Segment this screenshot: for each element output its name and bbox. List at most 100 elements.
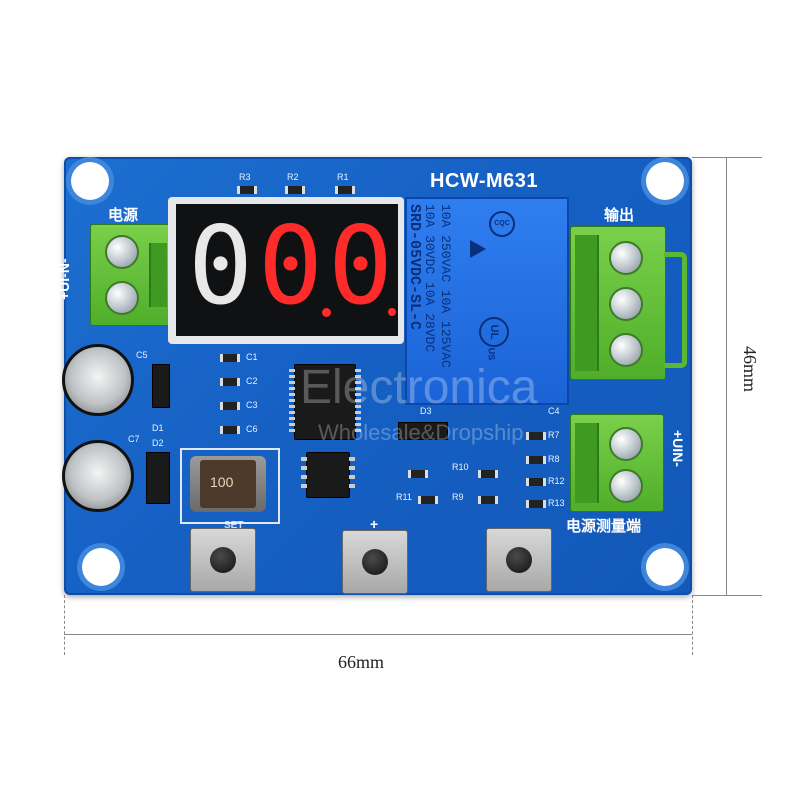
output-terminal [570,226,666,380]
dimension-width-tick-left [64,595,65,655]
plus-button-cap[interactable] [362,549,388,575]
resistor-label-r2: R2 [287,172,299,182]
terminal-screw-1 [105,235,139,269]
measure-terminal [570,414,664,512]
output-label: 输出 [604,207,635,224]
chip-pins-right [355,369,361,435]
label-c7: C7 [128,434,140,444]
digit-1: 0 [188,204,254,329]
vin-left-label: +UI-N- [56,258,72,300]
chip-pins-left [289,369,295,435]
measure-screw-1 [609,427,643,461]
cap-c3 [220,402,240,410]
capacitor-c5 [62,344,134,416]
diode-d3 [398,422,448,440]
terminal-screw-2 [105,281,139,315]
button-set-label: SET [224,520,244,531]
set-button[interactable] [190,528,256,592]
label-r11: R11 [396,492,412,502]
label-d2: D2 [152,438,164,448]
ul-logo: UL [479,317,509,347]
relay-model: SRD-05VDC-SL-C [406,204,423,331]
label-c3: C3 [246,400,258,410]
resistor-r10 [478,470,498,478]
cap-c2 [220,378,240,386]
power-label: 电源 [108,207,139,224]
mounting-hole-bottom-left [82,548,120,586]
us-text: US [486,347,497,361]
dimension-width-tick-right [692,595,693,655]
dimension-height-tick-top [692,157,762,158]
label-r7: R7 [548,430,560,440]
resistor-label-r1: R1 [337,172,349,182]
label-c5: C5 [136,350,148,360]
output-terminal-wire-clip [664,252,687,368]
diode-d2 [146,452,170,504]
measure-label: 电源测量端 [566,518,642,535]
inductor-core [200,460,256,508]
cqc-text: CQC [494,220,510,227]
decimal-point-3 [388,308,396,316]
resistor-r11 [418,496,438,504]
label-r12: R12 [548,476,565,486]
inductor-outline [180,448,280,524]
resistor-r1 [335,186,355,194]
watermark-text: Electronica [300,361,538,414]
output-screw-1 [609,241,643,275]
button-plus-label: + [370,516,379,532]
minus-button-cap[interactable] [506,547,532,573]
resistor-r9 [478,496,498,504]
dimension-width-line [64,634,692,635]
regulator-pins-right [349,457,355,493]
label-c4: C4 [548,406,560,416]
set-button-cap[interactable] [210,547,236,573]
cap-c1 [220,354,240,362]
model-label: HCW-M631 [430,170,539,192]
diode-d1 [152,364,170,408]
regulator-pins-left [301,457,307,493]
cqc-logo: CQC [489,211,515,237]
resistor-r13 [526,500,546,508]
seven-segment-display: 0 0 0 [176,204,398,336]
resistor-cluster: C4 R7 R8 R10 R9 R11 R12 R13 [396,404,566,516]
plus-button[interactable] [342,530,408,594]
resistor-r7 [526,432,546,440]
resistor-r2 [285,186,305,194]
minus-button[interactable] [486,528,552,592]
output-screw-3 [609,333,643,367]
vin-right-label: +UIN- [670,430,686,467]
power-input-terminal [90,224,172,326]
label-c2: C2 [246,376,258,386]
digit-3: 0 [328,204,394,329]
resistor-r12 [526,478,546,486]
relay-spec-line1: 10A 250VAC 10A 125VAC [438,204,453,368]
label-r13: R13 [548,498,565,508]
resistor-labels-top: R3 R2 R1 [235,172,365,202]
label-d3: D3 [420,406,432,416]
measure-screw-2 [609,469,643,503]
terminal-slot [149,243,167,307]
regulator-chip [301,452,355,498]
output-terminal-slot [575,235,599,371]
inductor-code: 100 [210,474,234,490]
mounting-hole-top-left [71,162,109,200]
label-r10: R10 [452,462,469,472]
measure-terminal-slot [575,423,599,503]
cap-c6 [220,426,240,434]
dimension-height-tick-bottom [692,595,762,596]
microcontroller-chip [289,364,361,440]
small-caps-group: C1 C2 C3 C6 [208,350,268,440]
resistor-r4 [408,470,428,478]
label-r8: R8 [548,454,560,464]
warning-icon [470,240,486,258]
relay-spec-line2: 10A 30VDC 10A 28VDC [422,204,437,353]
mounting-hole-bottom-right [646,548,684,586]
relay: CQC 10A 250VAC 10A 125VAC 10A 30VDC 10A … [405,197,569,405]
watermark-subtext: Wholesale&Dropship [318,420,524,445]
output-screw-2 [609,287,643,321]
decimal-point-2 [322,308,331,317]
inductor: 100 [190,456,266,512]
dimension-height-label: 46mm [740,346,760,393]
capacitor-c7 [62,440,134,512]
resistor-r3 [237,186,257,194]
